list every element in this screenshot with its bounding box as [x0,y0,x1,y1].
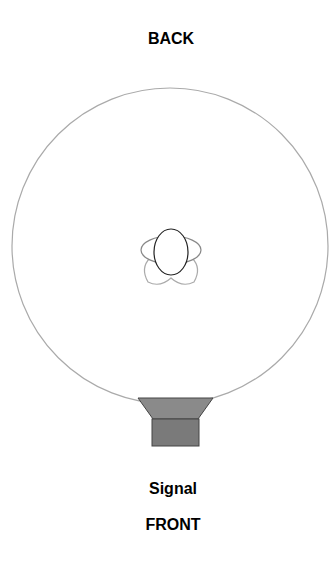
direction-label: FRONT [145,516,200,534]
listener-head [141,229,201,284]
source-label: Signal [149,480,197,498]
listening-circle [12,88,328,404]
loudspeaker [138,398,213,446]
direction-label: BACK [148,30,194,48]
